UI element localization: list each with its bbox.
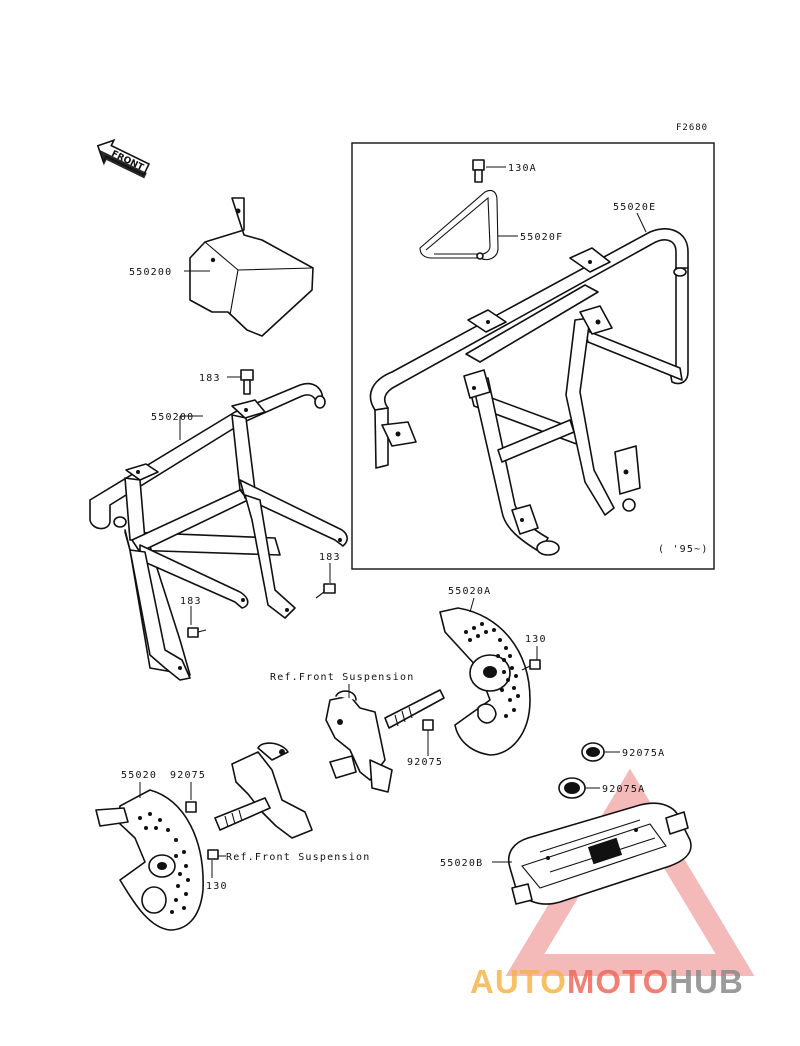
callout-550200-guard: 550200: [151, 412, 194, 423]
skid-plate-55020b-part: [508, 802, 692, 905]
watermark-logo: AUTOMOTOHUB: [470, 963, 744, 1000]
front-arrow-icon: FRONT: [96, 138, 151, 179]
steering-knuckle-left-part: [214, 742, 313, 839]
cover-plate-part: [189, 197, 314, 337]
disc-cover-55020-part: [95, 789, 204, 931]
bolt-130-left-icon: [207, 849, 219, 860]
callout-183-left: 183: [180, 596, 202, 607]
front-guard-frame-part: [89, 383, 348, 681]
callout-183-top: 183: [199, 373, 221, 384]
collar-92075a-lower-icon: [558, 777, 586, 799]
leader-lines: [139, 166, 647, 878]
disc-holes-right: [464, 622, 520, 718]
callout-130-left: 130: [206, 881, 228, 892]
ref-front-suspension-1: Ref.Front Suspension: [270, 672, 414, 683]
svg-text:AUTOMOTOHUB: AUTOMOTOHUB: [470, 963, 744, 1000]
nut-92075-left-icon: [185, 801, 197, 813]
watermark-hub: HUB: [669, 963, 744, 1000]
bolt-130-right-icon: [521, 659, 541, 671]
callout-92075a-2: 92075A: [602, 784, 645, 795]
watermark-auto: AUTO: [470, 963, 567, 1000]
bolt-183-top-icon: [240, 369, 254, 395]
disc-cover-55020a-part: [439, 607, 531, 756]
figure-code: F2680: [676, 123, 708, 133]
callout-55020a: 55020A: [448, 586, 491, 597]
callout-550200-cover: 550200: [129, 267, 172, 278]
callout-183-right: 183: [319, 552, 341, 563]
bolt-130a-icon: [472, 159, 485, 183]
bolt-183-left-icon: [187, 627, 207, 638]
ref-front-suspension-2: Ref.Front Suspension: [226, 852, 370, 863]
nut-92075-middle-icon: [422, 719, 434, 731]
callout-55020e: 55020E: [613, 202, 656, 213]
callout-55020: 55020: [121, 770, 157, 781]
collar-92075a-upper-icon: [581, 742, 605, 762]
steering-knuckle-middle-part: [325, 689, 445, 793]
bracket-55020f-part: [419, 189, 499, 261]
callout-55020b: 55020B: [440, 858, 483, 869]
callout-92075-mid: 92075: [407, 757, 443, 768]
callout-92075a-1: 92075A: [622, 748, 665, 759]
bolt-183-right-icon: [315, 583, 336, 599]
callout-55020f: 55020F: [520, 232, 563, 243]
callout-92075-left: 92075: [170, 770, 206, 781]
watermark-moto: MOTO: [567, 963, 669, 1000]
variant-box: [351, 142, 715, 570]
callout-130a: 130A: [508, 163, 537, 174]
callout-130-right: 130: [525, 634, 547, 645]
year-note: ( '95~): [658, 544, 709, 555]
disc-holes-left: [138, 812, 190, 914]
guard-frame-55020e-part: [369, 228, 689, 556]
